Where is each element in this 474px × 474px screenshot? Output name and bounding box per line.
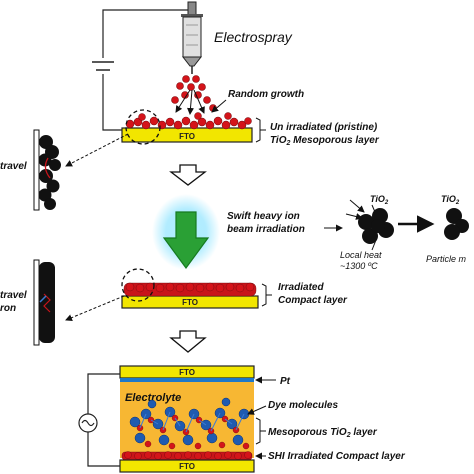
mesoporous-label: Mesoporous TiO2 layer: [268, 427, 378, 439]
shi-compact-label: SHI Irradiated Compact layer: [268, 451, 406, 462]
dye-tio2-network: [129, 397, 250, 450]
pt-label: Pt: [280, 376, 291, 387]
syringe-icon: [181, 1, 203, 74]
zoom-inset-pristine: travel: [0, 129, 61, 211]
compact-particle-layer: [123, 282, 257, 297]
travel-label-2: travel: [0, 290, 27, 301]
fto-label-2: FTO: [182, 298, 198, 307]
fto-label-4: FTO: [179, 462, 195, 471]
fto-label-3: FTO: [179, 368, 195, 377]
tio2-cluster-1: [358, 208, 394, 244]
down-arrow-2: [169, 330, 207, 353]
irradiated-label-line1: Irradiated: [278, 282, 324, 293]
pristine-label-line2: TiO2 Mesoporous layer: [270, 135, 380, 147]
travel-label-1: travel: [0, 161, 27, 172]
shi-label-line1: Swift heavy ion: [227, 211, 300, 222]
electrospray-label: Electrospray: [214, 29, 293, 45]
solar-cell-section: FTO Electrolyte: [78, 365, 406, 473]
fto-substrate-1: [121, 127, 253, 143]
local-heat-temp: ~1300 ºC: [340, 261, 378, 271]
shi-section: Swift heavy ion beam irradiation TiO2 Lo…: [65, 194, 469, 321]
brace-2: [261, 283, 267, 307]
fto-label-1: FTO: [179, 132, 195, 141]
electrospray-section: Electrospray Random growth FTO: [65, 1, 380, 167]
circuit-wire-top: [102, 9, 190, 58]
irradiated-label-line2: Compact layer: [278, 295, 348, 306]
random-growth-label: Random growth: [228, 89, 304, 100]
electrolyte-label: Electrolyte: [125, 392, 181, 404]
particle-melt-label: Particle m: [426, 254, 467, 264]
shi-compact-bottom: [121, 451, 253, 461]
zoom-circle-1: [125, 109, 161, 145]
spray-arrows: [175, 89, 205, 115]
zoom-inset-compact: travel ron: [0, 259, 55, 346]
down-arrow-1: [169, 164, 207, 186]
pristine-particle-layer: [125, 112, 252, 130]
circuit-wire-bottom: [102, 74, 122, 131]
local-heat-label: Local heat: [340, 250, 382, 260]
travel-label-2b: ron: [0, 303, 16, 314]
tio2-label-1: TiO2: [370, 194, 389, 206]
shi-label-line2: beam irradiation: [227, 224, 305, 235]
tio2-cluster-2: [444, 208, 469, 240]
fto-bottom-electrode: [119, 459, 255, 473]
ac-source-icon: [78, 413, 98, 433]
electron-path-1: [44, 157, 51, 179]
brace-1: [255, 117, 261, 143]
spray-droplets: [171, 75, 217, 112]
dye-label: Dye molecules: [268, 400, 338, 411]
pristine-label-line1: Un irradiated (pristine): [270, 122, 378, 133]
zoom-circle-2: [121, 268, 155, 302]
tio2-label-2: TiO2: [441, 194, 460, 206]
battery-icon: [92, 61, 114, 71]
pt-layer: [120, 378, 254, 382]
ion-beam-arrow-icon: [162, 211, 210, 270]
